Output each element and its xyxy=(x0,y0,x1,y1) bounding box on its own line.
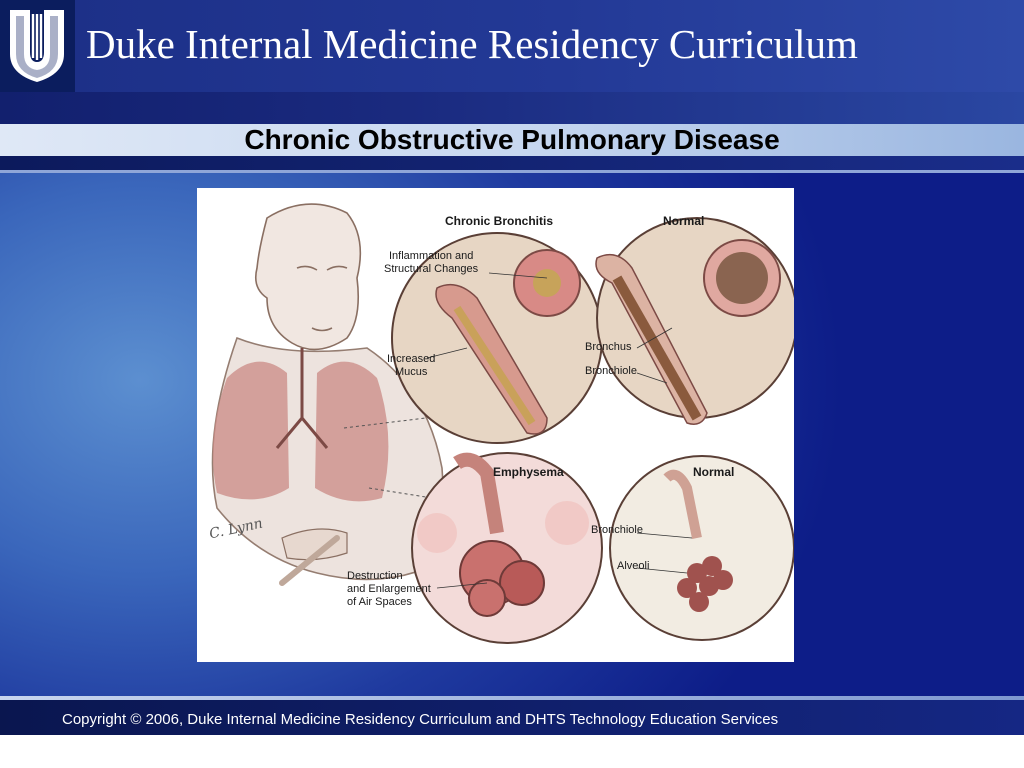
label-enlargement: and Enlargement xyxy=(347,583,431,595)
label-bronchiole-top: Bronchiole xyxy=(585,365,637,377)
header-bar xyxy=(0,0,1024,92)
slide-title: Chronic Obstructive Pulmonary Disease xyxy=(244,124,780,155)
title-band-bottom xyxy=(0,156,1024,170)
duke-shield-logo-icon xyxy=(10,10,64,82)
divider xyxy=(0,170,1024,173)
label-bronchus: Bronchus xyxy=(585,341,632,353)
copd-illustration: Chronic Bronchitis Normal Emphysema Norm… xyxy=(197,188,794,662)
panel-title-normal-top: Normal xyxy=(663,214,705,228)
title-band xyxy=(0,124,1024,156)
deck-title: Duke Internal Medicine Residency Curricu… xyxy=(86,21,858,67)
label-structural-changes: Structural Changes xyxy=(384,263,479,275)
panel-title-emphysema: Emphysema xyxy=(493,465,564,479)
slide: Duke Internal Medicine Residency Curricu… xyxy=(0,0,1024,735)
footer-bar xyxy=(0,700,1024,735)
emphysema-panel xyxy=(411,452,603,644)
label-increased: Increased xyxy=(387,353,436,365)
copyright-text: Copyright © 2006, Duke Internal Medicine… xyxy=(62,711,779,728)
panel-title-normal-bottom: Normal xyxy=(693,465,735,479)
label-destruction: Destruction xyxy=(347,570,403,582)
chronic-bronchitis-panel xyxy=(391,232,603,444)
logo xyxy=(0,0,75,92)
normal-airway-panel xyxy=(595,217,794,425)
label-alveoli: Alveoli xyxy=(617,560,650,572)
label-inflammation: Inflammation and xyxy=(389,250,474,262)
footer-divider xyxy=(0,696,1024,700)
lungs xyxy=(212,348,389,502)
normal-alveoli-panel xyxy=(609,455,794,641)
label-mucus: Mucus xyxy=(395,366,428,378)
illustration-art xyxy=(211,203,794,644)
header-band xyxy=(0,92,1024,124)
panel-title-chronic-bronchitis: Chronic Bronchitis xyxy=(445,214,554,228)
label-air-spaces: of Air Spaces xyxy=(347,596,412,608)
label-bronchiole-bottom: Bronchiole xyxy=(591,524,643,536)
hand-with-cigarette xyxy=(279,528,348,586)
